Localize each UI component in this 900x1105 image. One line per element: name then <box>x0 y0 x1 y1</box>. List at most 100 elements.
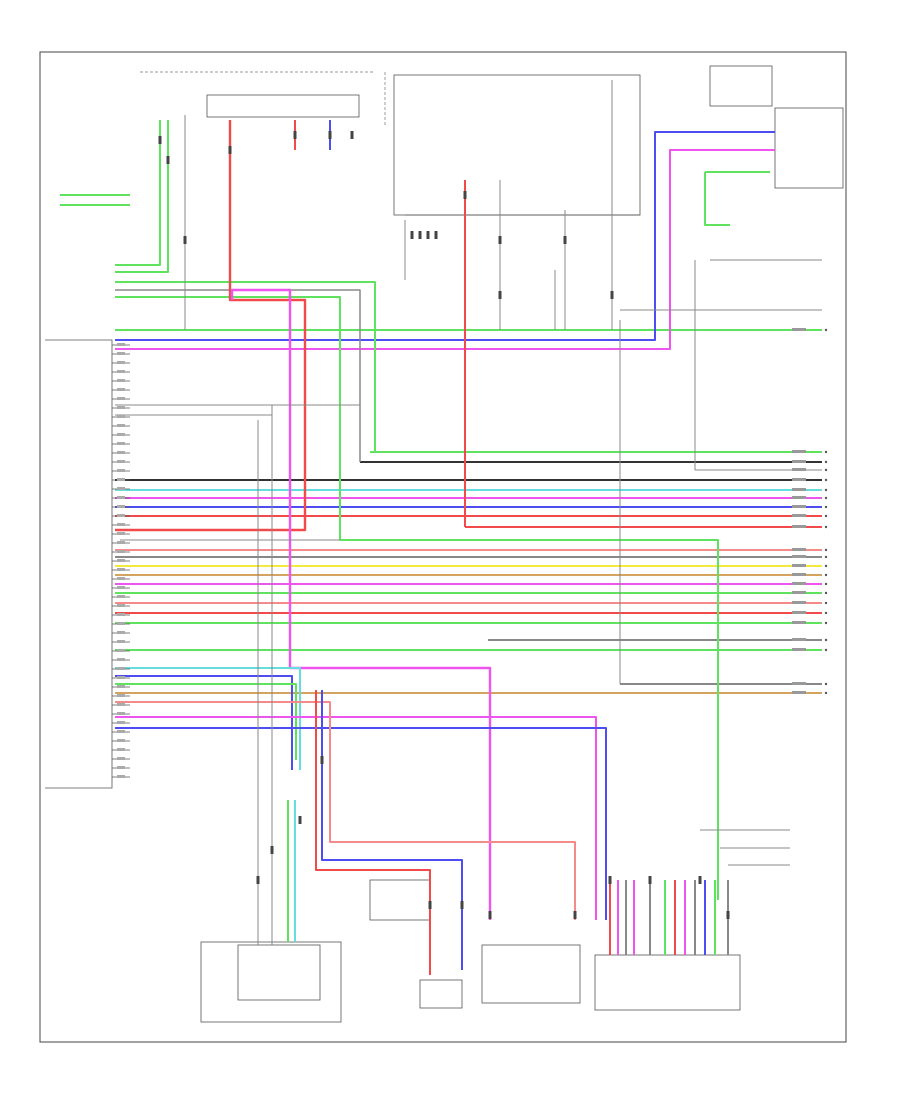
wire-code-mark <box>792 573 806 576</box>
terminal-dot <box>824 505 828 509</box>
pin-label-mark <box>117 424 125 427</box>
diagram-border <box>39 51 847 1043</box>
wire-code-mark <box>792 548 806 551</box>
pink-wire <box>230 288 492 920</box>
pin-label-mark <box>117 451 125 454</box>
terminal-dot <box>824 488 828 492</box>
connector-tick <box>228 146 232 154</box>
connector-tick <box>350 131 354 139</box>
pin-label-mark <box>117 361 125 364</box>
pin-label-mark <box>117 775 125 778</box>
gray-wire <box>115 289 361 462</box>
terminal-dot <box>824 525 828 529</box>
pin-label-mark <box>117 550 125 553</box>
red-wire <box>115 120 307 532</box>
wire-code-mark <box>792 601 806 604</box>
pin-label-mark <box>117 496 125 499</box>
pin-label-mark <box>117 631 125 634</box>
wire-code-mark <box>792 638 806 641</box>
pin-label-mark <box>117 676 125 679</box>
pin-label-mark <box>117 694 125 697</box>
connector-tick <box>410 231 414 239</box>
connector-tick <box>183 236 187 244</box>
terminal-dot <box>824 460 828 464</box>
pin-label-mark <box>117 442 125 445</box>
pin-label-mark <box>117 388 125 391</box>
wire-code-mark <box>792 621 806 624</box>
wire-code-mark <box>792 328 806 331</box>
connector-tick <box>328 131 332 139</box>
terminal-dot <box>824 496 828 500</box>
pin-label-mark <box>117 541 125 544</box>
connector-tick <box>488 911 492 919</box>
green-wire <box>115 120 169 273</box>
pin-label-mark <box>117 352 125 355</box>
connector-tick <box>726 911 730 919</box>
pin-label-mark <box>117 730 125 733</box>
connector-tick <box>426 231 430 239</box>
pin-label-mark <box>117 397 125 400</box>
wire-code-mark <box>792 582 806 585</box>
junction-block <box>393 74 641 216</box>
terminal-dot <box>824 682 828 686</box>
wire-code-mark <box>792 691 806 694</box>
terminal-dot <box>824 328 828 332</box>
pin-label-mark <box>117 469 125 472</box>
terminal-dot <box>824 601 828 605</box>
pin-label-mark <box>117 613 125 616</box>
pin-label-mark <box>117 757 125 760</box>
pin-label-mark <box>117 577 125 580</box>
connector-tick <box>434 231 438 239</box>
pale-red-wire <box>115 701 576 920</box>
green-wire <box>115 296 719 900</box>
bus-wire <box>115 149 775 350</box>
pin-label-mark <box>117 370 125 373</box>
pin-label-mark <box>117 721 125 724</box>
pin-label-mark <box>117 739 125 742</box>
green-wire <box>704 172 730 226</box>
green-wire <box>115 120 161 266</box>
connector-tick <box>293 131 297 139</box>
connector-tick <box>460 901 464 909</box>
terminal-dot <box>824 450 828 454</box>
wires <box>60 80 822 975</box>
wire-code-mark <box>792 505 806 508</box>
pin-label-mark <box>117 622 125 625</box>
terminal-dot <box>824 573 828 577</box>
wire-code-mark <box>792 488 806 491</box>
connector-tick <box>610 291 614 299</box>
terminal-dot <box>824 621 828 625</box>
pin-label-mark <box>117 748 125 751</box>
right-terminals <box>792 328 828 695</box>
pin-label-mark <box>117 343 125 346</box>
pin-label-mark <box>117 487 125 490</box>
terminal-dot <box>824 548 828 552</box>
left-control-unit <box>45 339 113 789</box>
pin-label-mark <box>117 478 125 481</box>
pin-label-mark <box>117 406 125 409</box>
pin-label-mark <box>117 505 125 508</box>
connector-tick <box>320 756 324 764</box>
pin-label-mark <box>117 604 125 607</box>
pin-label-mark <box>117 460 125 463</box>
connector-tick <box>158 136 162 144</box>
pink-wire <box>115 716 597 920</box>
blue-wire <box>321 690 463 970</box>
pin-label-mark <box>117 523 125 526</box>
pin-label-mark <box>117 586 125 589</box>
combination-switch-box <box>594 954 741 1011</box>
top-fuse-box <box>140 71 386 125</box>
connector-tick <box>298 816 302 824</box>
terminal-dot <box>824 564 828 568</box>
relay-box <box>369 879 431 921</box>
wire-code-mark <box>792 468 806 471</box>
connector-tick <box>648 876 652 884</box>
connector-tick <box>428 901 432 909</box>
pin-label-mark <box>117 712 125 715</box>
pin-label-mark <box>117 514 125 517</box>
pin-label-mark <box>117 595 125 598</box>
pin-label-mark <box>117 649 125 652</box>
connector-tick <box>418 231 422 239</box>
wire-code-mark <box>792 611 806 614</box>
